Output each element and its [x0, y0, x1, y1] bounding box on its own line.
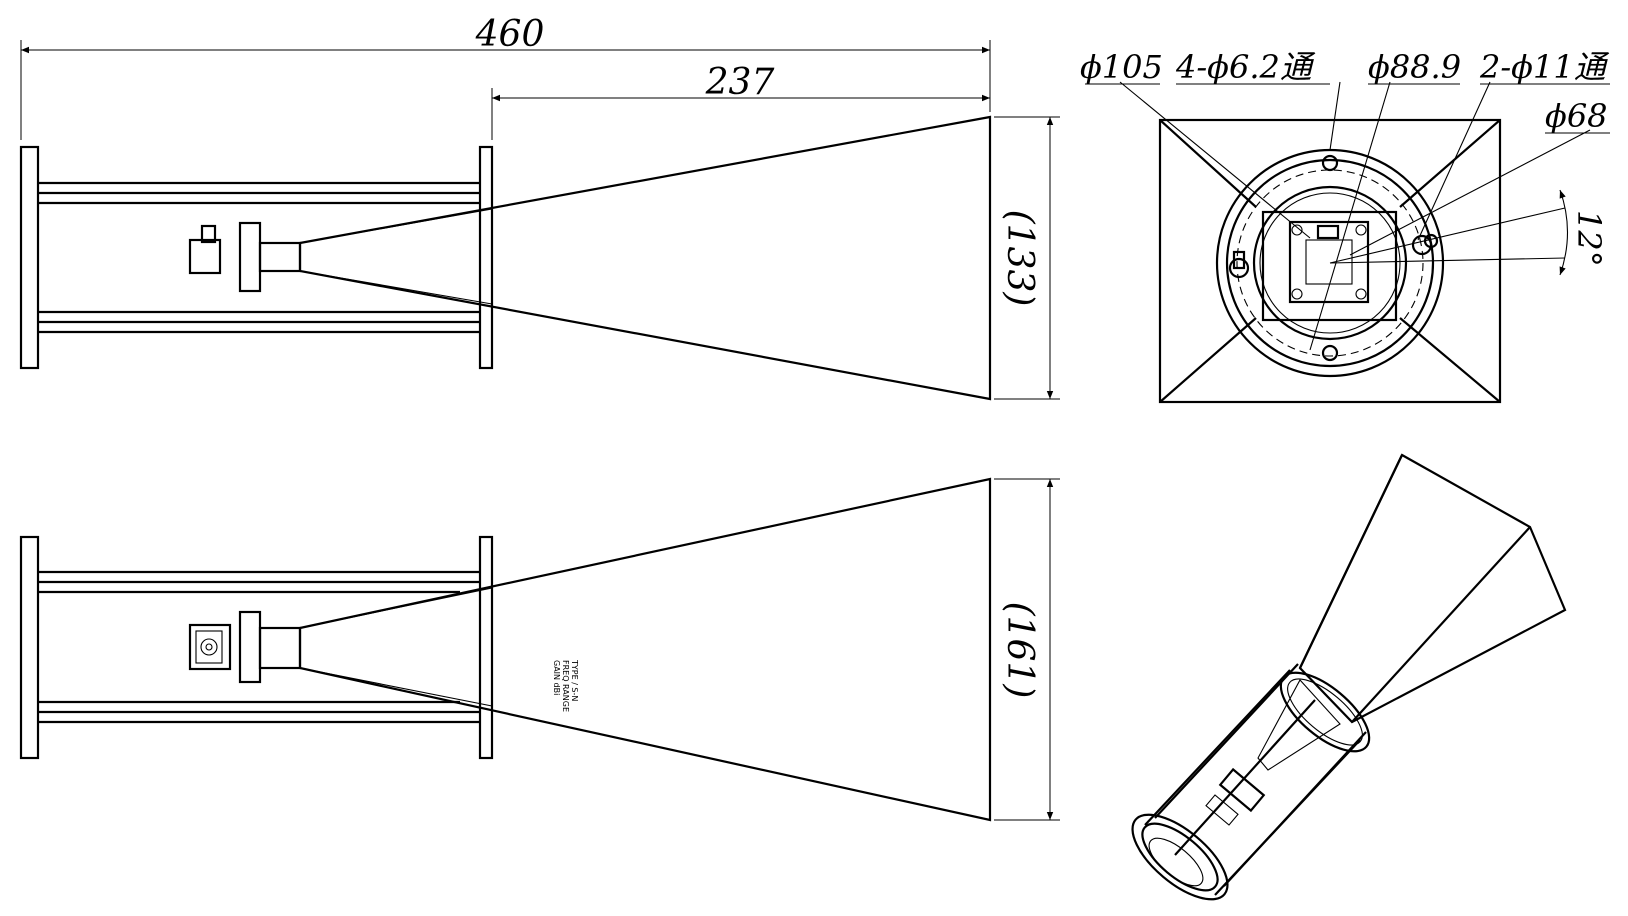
horn-outline [298, 115, 992, 401]
dim-outer-diameter: ϕ105 [1080, 48, 1163, 86]
dim-inner-diameter: ϕ68 [1545, 97, 1608, 135]
dimension-horn: 237 [491, 62, 990, 140]
end-view [1085, 81, 1610, 404]
inner-bore [1252, 185, 1408, 341]
dim-angle: 12° [1570, 210, 1608, 267]
mid-plate-bottom [478, 535, 494, 760]
dim-bolt-circle: ϕ88.9 [1368, 48, 1461, 86]
aperture-frame [1158, 118, 1502, 404]
rear-plate-bottom [19, 535, 40, 760]
dim-mount-holes: 2-ϕ11通 [1479, 48, 1610, 86]
connector-bottom [188, 610, 302, 684]
side-view-top [19, 115, 992, 401]
dimension-aperture-top: (133) [994, 116, 1060, 400]
keyhole-left [1228, 250, 1250, 279]
dim-hole-pattern: 4-ϕ6.2通 [1175, 48, 1316, 86]
rear-plate [19, 145, 40, 370]
side-view-bottom: TYPE / S-N FREQ RANGE GAIN dBi [19, 477, 992, 822]
bolt-circle [1236, 169, 1424, 357]
iso-rear-flange [1131, 813, 1229, 901]
dim-overall-length: 460 [475, 14, 545, 55]
iso-horn [1298, 453, 1567, 724]
isometric-view [1131, 453, 1567, 901]
dim-horn-length: 237 [705, 62, 775, 103]
dim-aperture-top: (133) [999, 210, 1040, 307]
dimension-overall: 460 [20, 14, 991, 140]
svg-text:TYPE / S-N: TYPE / S-N [570, 659, 579, 701]
svg-text:GAIN dBi: GAIN dBi [552, 660, 561, 695]
support-rods-bottom [38, 570, 480, 724]
horn-label: TYPE / S-N FREQ RANGE GAIN dBi [552, 659, 579, 712]
connector [188, 221, 302, 293]
bolt-hole-top [1321, 154, 1339, 172]
horn-outline-bottom [298, 477, 992, 822]
dim-aperture-bottom: (161) [999, 602, 1040, 699]
bolt-hole-bottom [1321, 344, 1339, 362]
dimension-aperture-bottom: (161) [994, 478, 1060, 821]
waveguide-block [1261, 210, 1398, 322]
support-rods [38, 181, 480, 334]
svg-text:FREQ RANGE: FREQ RANGE [561, 660, 570, 712]
mid-plate [478, 145, 494, 370]
